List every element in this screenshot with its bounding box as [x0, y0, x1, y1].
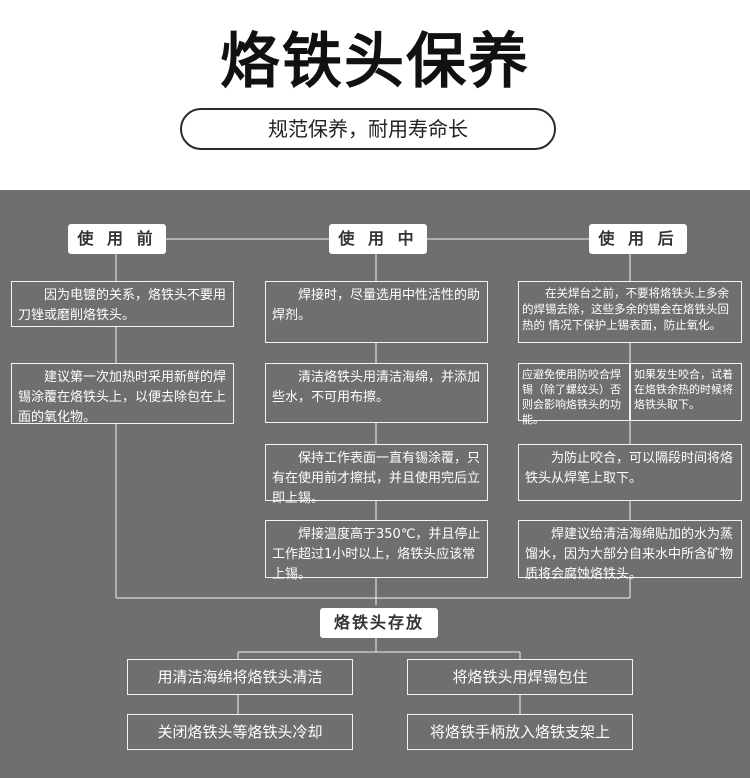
storage-step: 将烙铁头用焊锡包住 — [407, 659, 633, 695]
label-before: 使 用 前 — [68, 224, 166, 254]
during-step: 焊接温度高于350℃，并且停止工作超过1小时以上，烙铁头应该常上锡。 — [265, 520, 488, 582]
during-step: 焊接时，尽量选用中性活性的助焊剂。 — [265, 281, 488, 343]
flowchart-panel: 使 用 前 使 用 中 使 用 后 因为电镀的关系，烙铁头不要用刀锉或磨削烙铁头… — [0, 190, 750, 778]
storage-step: 将烙铁手柄放入烙铁支架上 — [407, 714, 633, 750]
page-title: 烙铁头保养 — [220, 27, 530, 97]
label-during: 使 用 中 — [329, 224, 427, 254]
after-step: 应避免使用防咬合焊锡（除了螺纹头）否则会影响烙铁头的功能。 — [518, 363, 630, 426]
before-step: 建议第一次加热时采用新鲜的焊锡涂覆在烙铁头上，以便去除包在上面的氧化物。 — [11, 363, 234, 425]
header: 烙铁头保养 规范保养，耐用寿命长 — [0, 0, 750, 190]
label-after: 使 用 后 — [589, 224, 687, 254]
storage-step: 用清洁海绵将烙铁头清洁 — [127, 659, 353, 695]
after-step: 焊建议给清洁海绵贴加的水为蒸馏水，因为大部分自来水中所含矿物质将会腐蚀烙铁头。 — [518, 520, 742, 582]
subtitle-pill: 规范保养，耐用寿命长 — [180, 108, 556, 150]
after-step: 为防止咬合，可以隔段时间将烙铁头从焊笔上取下。 — [518, 444, 742, 501]
during-step: 保持工作表面一直有锡涂覆，只有在使用前才擦拭，并且使用完后立即上锡。 — [265, 444, 488, 506]
storage-step: 关闭烙铁头等烙铁头冷却 — [127, 714, 353, 750]
after-step: 如果发生咬合，试着在烙铁余热的时候将烙铁头取下。 — [630, 363, 742, 421]
after-step: 在关焊台之前，不要将烙铁头上多余的焊锡去除，这些多余的锡会在烙铁头回热的 情况下… — [518, 281, 742, 343]
during-step: 清洁烙铁头用清洁海绵，并添加些水，不可用布擦。 — [265, 363, 488, 423]
before-step: 因为电镀的关系，烙铁头不要用刀锉或磨削烙铁头。 — [11, 281, 234, 327]
label-storage: 烙铁头存放 — [320, 608, 438, 638]
